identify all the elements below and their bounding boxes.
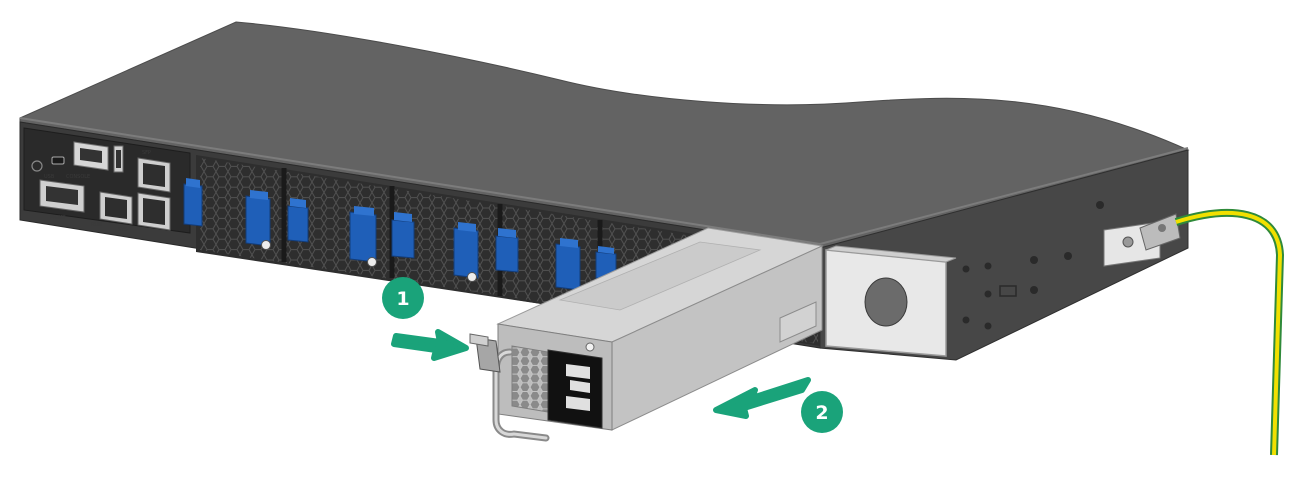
power-module-latch[interactable] [475,337,501,373]
slot-opening [864,277,908,327]
step-2: 2 [713,377,843,433]
chassis-side-details [962,201,1181,330]
port-label-run: RUN [91,222,102,228]
power-module[interactable] [469,227,824,442]
step-number: 2 [815,402,828,424]
step-1: 1 [382,277,469,361]
grounding-cable [1174,209,1285,456]
fan-latch[interactable] [245,190,309,250]
step-number: 1 [396,288,409,310]
port-label-usb: USB [44,174,55,180]
fan-screw-icon [261,240,271,250]
step-badge-2: 2 [801,391,843,433]
port-label-mgmt: MGMT [50,215,67,221]
step-badge-1: 1 [382,277,424,319]
fan-latch[interactable] [183,178,203,227]
chassis-top-surface [19,21,1190,249]
fan-latch[interactable] [349,206,415,267]
ground-symbol-icon [31,160,43,172]
fan-screw-icon [367,257,377,267]
fan-screw-icon [467,272,477,282]
port-label-sfp: SFP [142,150,151,156]
usb-port[interactable] [51,156,65,165]
management-port-panel: USB CONSOLE MGMT SFP RUN SYS [23,127,191,234]
fan-latch[interactable] [453,222,519,282]
port-label-console: CONSOLE [66,174,90,180]
pull-arrow-icon [713,377,811,419]
push-arrow-icon [391,329,469,361]
power-socket-icon [547,349,603,429]
port-label-sys: SYS [118,227,127,233]
power-module-slot [825,245,957,357]
